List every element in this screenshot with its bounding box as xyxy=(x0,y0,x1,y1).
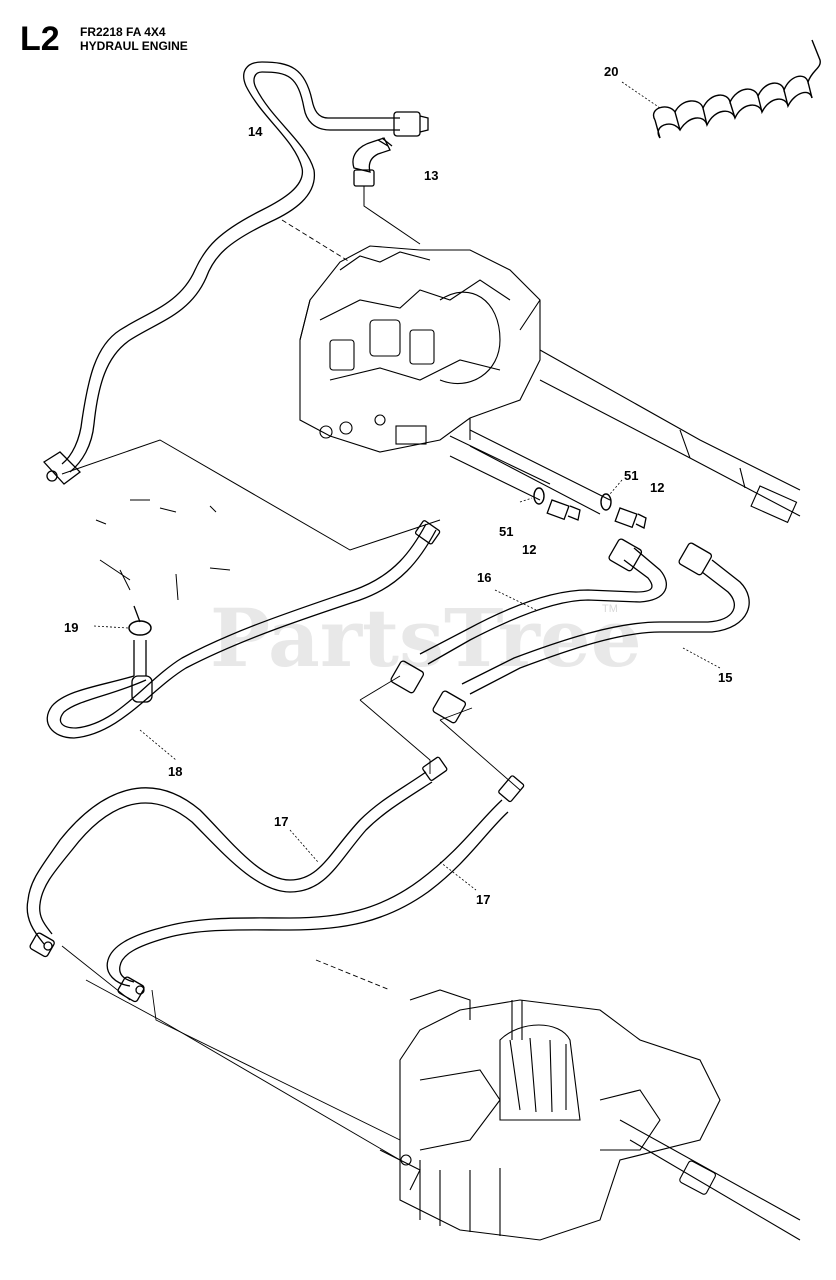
clamp-part-19 xyxy=(128,620,152,636)
callout-51-left: 51 xyxy=(499,524,513,539)
callout-15: 15 xyxy=(718,670,732,685)
diagram-code: L2 xyxy=(20,20,60,58)
hose-part-17-upper xyxy=(26,756,448,958)
adapter-part-12-left xyxy=(546,499,581,521)
steel-line-part-14 xyxy=(42,61,429,485)
o-ring-part-51-left xyxy=(533,487,545,505)
hose-part-18 xyxy=(46,520,441,739)
callout-17-lower: 17 xyxy=(476,892,490,907)
watermark-text: PartsTree xyxy=(210,591,642,685)
elbow-fitting-part-13 xyxy=(352,137,421,245)
callout-13: 13 xyxy=(424,168,438,183)
callout-20: 20 xyxy=(604,64,618,79)
callout-19: 19 xyxy=(64,620,78,635)
routing-lines xyxy=(61,219,521,1161)
callout-leaders xyxy=(93,81,721,891)
watermark-tm: TM xyxy=(602,603,618,615)
tank-outline xyxy=(61,439,441,601)
spring-part-20 xyxy=(652,39,821,139)
callout-16: 16 xyxy=(477,570,491,585)
callout-14: 14 xyxy=(248,124,263,139)
section-title: HYDRAUL ENGINE xyxy=(80,39,188,53)
transaxle-lower xyxy=(379,989,801,1241)
steel-line-part-15 xyxy=(432,542,750,724)
adapter-part-12-right xyxy=(614,507,647,529)
callout-51-right: 51 xyxy=(624,468,638,483)
model-label: FR2218 FA 4X4 xyxy=(80,25,166,39)
callout-17-upper: 17 xyxy=(274,814,288,829)
o-ring-part-51-right xyxy=(600,493,612,511)
hydraulic-pump-upper xyxy=(299,245,801,524)
steel-line-part-16 xyxy=(390,538,667,694)
callout-12-left: 12 xyxy=(522,542,536,557)
hose-part-17-lower xyxy=(106,775,525,1003)
callout-18: 18 xyxy=(168,764,182,779)
callout-12-right: 12 xyxy=(650,480,664,495)
